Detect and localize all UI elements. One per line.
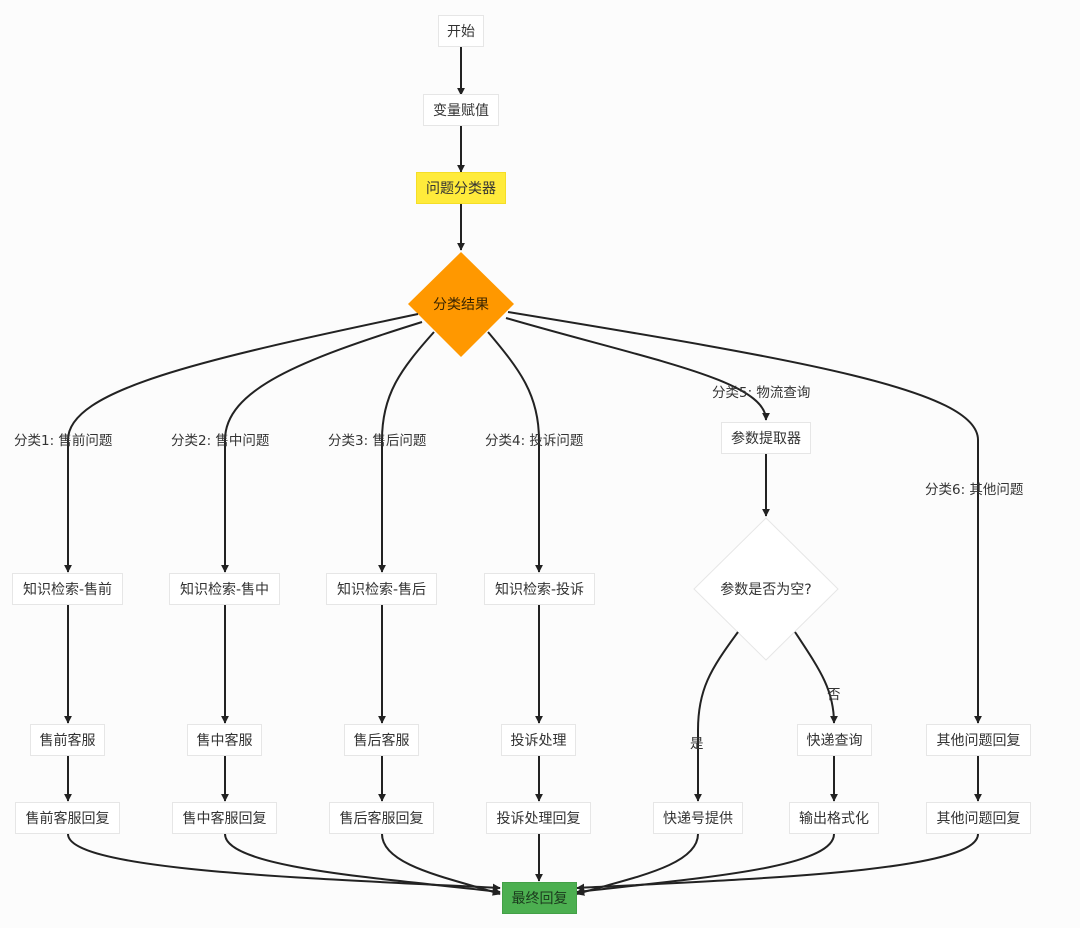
edge-express-no-final bbox=[576, 833, 699, 896]
edge-label-category-1: 分类1: 售前问题 bbox=[14, 433, 113, 449]
edge-label-category-3: 分类3: 售后问题 bbox=[328, 433, 427, 449]
node-express-number[interactable]: 快递号提供 bbox=[653, 802, 743, 834]
edge-result-c2 bbox=[221, 321, 423, 573]
node-complaint-handling[interactable]: 投诉处理 bbox=[501, 724, 576, 756]
decision-label-classification-result: 分类结果 bbox=[433, 297, 489, 313]
edge-result-c5 bbox=[505, 317, 770, 421]
edge-mid-reply-final bbox=[224, 833, 501, 896]
decision-label-param-empty: 参数是否为空? bbox=[720, 582, 812, 598]
node-param-extractor[interactable]: 参数提取器 bbox=[721, 422, 811, 454]
edge-label-category-5: 分类5: 物流查询 bbox=[712, 385, 811, 401]
edge-label-category-6: 分类6: 其他问题 bbox=[925, 482, 1024, 498]
node-other-reply-1[interactable]: 其他问题回复 bbox=[926, 724, 1031, 756]
node-question-classifier[interactable]: 问题分类器 bbox=[416, 172, 506, 204]
edge-result-c1 bbox=[64, 313, 419, 573]
node-variable-assign[interactable]: 变量赋值 bbox=[423, 94, 499, 126]
edge-post-reply-final bbox=[381, 833, 501, 896]
node-cs-aftersale[interactable]: 售后客服 bbox=[344, 724, 419, 756]
decision-diamond-param-empty[interactable] bbox=[693, 517, 839, 661]
node-cs-insale-reply[interactable]: 售中客服回复 bbox=[172, 802, 277, 834]
node-start[interactable]: 开始 bbox=[438, 15, 484, 47]
node-cs-insale[interactable]: 售中客服 bbox=[187, 724, 262, 756]
edge-label-no: 否 bbox=[827, 687, 841, 703]
edge-label-category-4: 分类4: 投诉问题 bbox=[485, 433, 584, 449]
edge-pre-reply-final bbox=[67, 833, 501, 892]
edge-result-c4 bbox=[487, 331, 543, 573]
node-cs-presale[interactable]: 售前客服 bbox=[30, 724, 105, 756]
edge-decision-no bbox=[794, 631, 838, 724]
edge-result-c3 bbox=[378, 331, 435, 573]
node-format-output[interactable]: 输出格式化 bbox=[789, 802, 879, 834]
edge-result-c6 bbox=[507, 311, 982, 724]
edge-decision-yes bbox=[694, 631, 739, 802]
node-cs-aftersale-reply[interactable]: 售后客服回复 bbox=[329, 802, 434, 834]
node-kb-aftersale[interactable]: 知识检索-售后 bbox=[326, 573, 437, 605]
node-kb-complaint[interactable]: 知识检索-投诉 bbox=[484, 573, 595, 605]
node-kb-insale[interactable]: 知识检索-售中 bbox=[169, 573, 280, 605]
node-complaint-reply[interactable]: 投诉处理回复 bbox=[486, 802, 591, 834]
edge-format-final bbox=[576, 833, 835, 896]
node-final-reply[interactable]: 最终回复 bbox=[502, 882, 577, 914]
node-kb-presale[interactable]: 知识检索-售前 bbox=[12, 573, 123, 605]
node-express-query[interactable]: 快递查询 bbox=[797, 724, 872, 756]
decision-diamond-classification-result[interactable] bbox=[408, 252, 514, 357]
node-other-reply-2[interactable]: 其他问题回复 bbox=[926, 802, 1031, 834]
node-cs-presale-reply[interactable]: 售前客服回复 bbox=[15, 802, 120, 834]
edge-other-reply-final bbox=[576, 833, 979, 892]
edge-label-yes: 是 bbox=[690, 736, 704, 752]
edge-label-category-2: 分类2: 售中问题 bbox=[171, 433, 270, 449]
